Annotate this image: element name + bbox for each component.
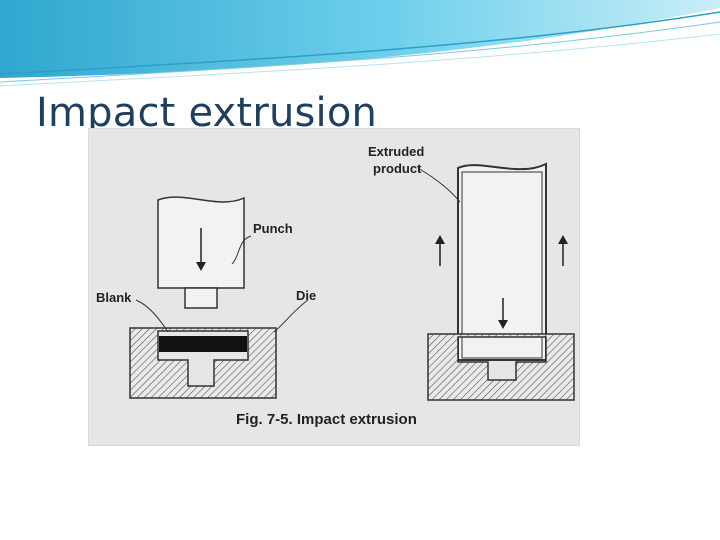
left-die-shape — [129, 327, 277, 399]
label-extruded-line1: Extruded — [368, 144, 424, 159]
label-blank: Blank — [96, 290, 132, 305]
punch-shape — [157, 196, 245, 309]
label-die: Die — [296, 288, 316, 303]
extruded-product-shape — [435, 162, 568, 361]
label-punch: Punch — [253, 221, 293, 236]
header-swoosh-decoration — [0, 0, 720, 87]
leader-lines — [135, 167, 461, 333]
blank-shape — [159, 336, 247, 352]
label-extruded-line2: product — [373, 161, 422, 176]
right-die-shape — [427, 333, 575, 401]
impact-extrusion-figure: Extruded product Punch Blank Die Fig. 7-… — [88, 128, 580, 446]
figure-caption: Fig. 7-5. Impact extrusion — [236, 411, 417, 428]
